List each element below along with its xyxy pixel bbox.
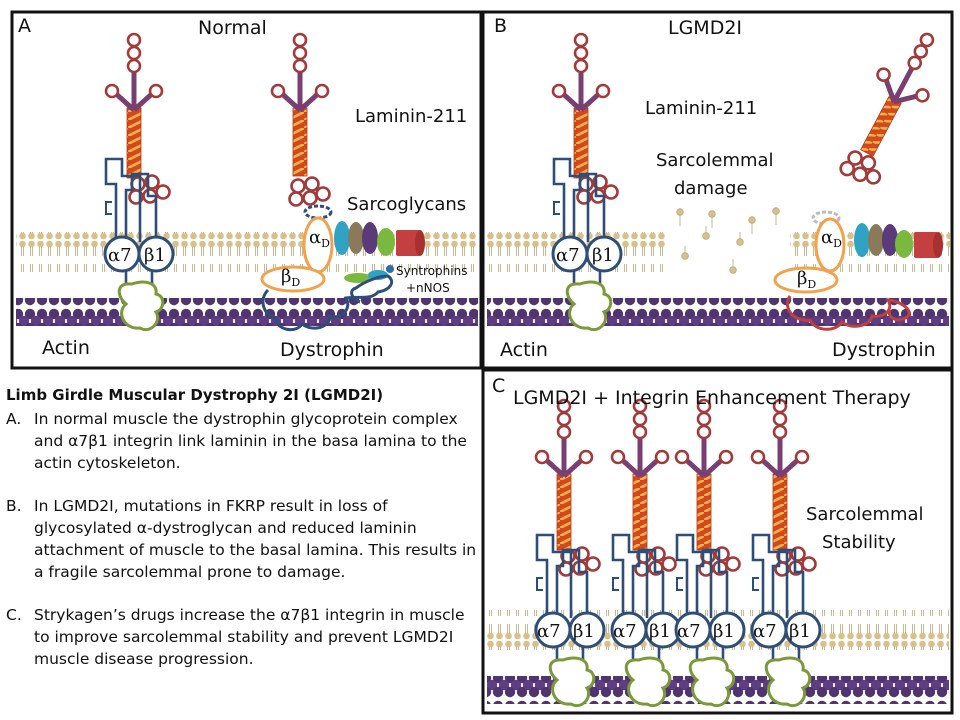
scattered-lipids xyxy=(676,207,780,274)
beta1-label: β1 xyxy=(592,245,614,266)
legend-key: B. xyxy=(6,497,22,515)
beta-d-label: βD xyxy=(797,268,816,291)
legend-text: In normal muscle the dystrophin glycopro… xyxy=(34,410,467,472)
alpha7-label: α7 xyxy=(537,621,561,642)
laminin-helix xyxy=(573,107,589,179)
panel-b-letter: B xyxy=(494,15,507,37)
panel-b-title: LGMD2I xyxy=(668,17,742,39)
syntrophin-dot xyxy=(386,265,394,273)
actin-filament-a xyxy=(16,298,478,326)
beta1-label: β1 xyxy=(713,621,735,642)
legend-key: A. xyxy=(6,410,22,428)
beta1-label: β1 xyxy=(573,621,595,642)
syntrophins-label: Syntrophins xyxy=(396,264,467,278)
beta-d-label: βD xyxy=(281,266,300,289)
beta1-label: β1 xyxy=(144,245,166,266)
detached-laminin xyxy=(837,22,954,192)
stability-label-line1: Sarcolemmal xyxy=(806,504,924,525)
legend-text: In LGMD2I, mutations in FKRP result in l… xyxy=(34,497,477,581)
alpha-d-label: αD xyxy=(821,227,842,250)
alpha7-label: α7 xyxy=(677,621,701,642)
alpha-d-label: αD xyxy=(309,227,330,250)
alpha7-label: α7 xyxy=(556,245,580,266)
glycan-ring xyxy=(303,204,333,220)
alpha7-label: α7 xyxy=(753,621,777,642)
panel-a: A Normal Laminin-211 Sarcoglycans Syntro… xyxy=(16,15,478,361)
dystrophin-a xyxy=(261,274,394,332)
syntrophin-green xyxy=(344,273,372,283)
beta1-label: β1 xyxy=(649,621,671,642)
panel-a-letter: A xyxy=(18,15,31,37)
actin-label-a: Actin xyxy=(42,337,90,359)
nnos-label: +nNOS xyxy=(406,281,450,295)
panel-c-letter: C xyxy=(492,375,505,397)
sarcoglycans-b xyxy=(854,223,943,258)
integrin-unit-4 xyxy=(752,400,822,708)
legend: Limb Girdle Muscular Dystrophy 2I (LGMD2… xyxy=(6,384,484,691)
stability-label-line2: Stability xyxy=(822,532,896,553)
beta1-label: β1 xyxy=(789,621,811,642)
integrin-unit-3 xyxy=(676,400,746,708)
legend-item-c: C. Strykagen’s drugs increase the α7β1 i… xyxy=(6,604,484,670)
integrin-unit-2 xyxy=(612,400,682,708)
damage-label-line2: damage xyxy=(674,178,748,199)
dystrophin-label-a: Dystrophin xyxy=(280,339,384,361)
laminin-label-a: Laminin-211 xyxy=(355,106,467,127)
panel-c-title: LGMD2I + Integrin Enhancement Therapy xyxy=(513,387,911,409)
legend-item-a: A. In normal muscle the dystrophin glyco… xyxy=(6,408,484,474)
dystrophin-b xyxy=(786,295,911,331)
alpha7-label: α7 xyxy=(613,621,637,642)
alpha7-label: α7 xyxy=(108,245,132,266)
beta-dystroglycan xyxy=(260,265,326,293)
sarcoglycans-label: Sarcoglycans xyxy=(347,194,466,215)
sarcoglycans-a xyxy=(334,221,425,256)
legend-text: Strykagen’s drugs increase the α7β1 inte… xyxy=(34,606,465,668)
panel-a-title: Normal xyxy=(198,17,267,39)
panel-a-frame xyxy=(10,10,483,370)
panel-c-frame xyxy=(481,368,954,715)
panel-b: B LGMD2I Laminin-211 Sarcolemmal damage … xyxy=(487,15,954,361)
laminin-label-b: Laminin-211 xyxy=(645,98,757,119)
panel-b-frame xyxy=(481,10,954,370)
legend-key: C. xyxy=(6,606,22,624)
integrin-unit-1 xyxy=(536,400,606,708)
actin-filament-b xyxy=(487,298,949,326)
laminin-helix xyxy=(292,107,308,177)
actin-label-b: Actin xyxy=(500,339,548,361)
legend-item-b: B. In LGMD2I, mutations in FKRP result i… xyxy=(6,495,484,583)
panel-c: C LGMD2I + Integrin Enhancement Therapy … xyxy=(487,375,949,708)
legend-title: Limb Girdle Muscular Dystrophy 2I (LGMD2… xyxy=(6,386,384,404)
damage-label-line1: Sarcolemmal xyxy=(656,150,774,171)
dystrophin-label-b: Dystrophin xyxy=(832,339,936,361)
beta-dystroglycan xyxy=(773,266,839,294)
laminin-helix xyxy=(126,107,142,179)
